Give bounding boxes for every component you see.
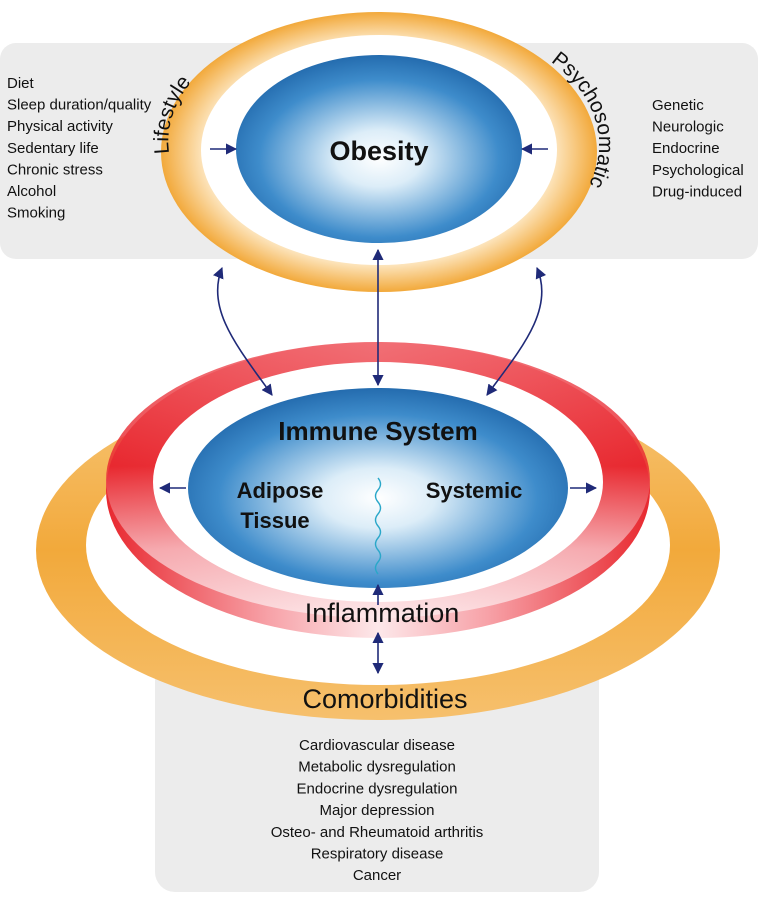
list-item: Genetic: [652, 97, 704, 114]
immune-system-ellipse: [188, 388, 568, 588]
list-item: Physical activity: [7, 118, 113, 135]
lifestyle-immune-arrow: [213, 266, 273, 396]
list-item: Sleep duration/quality: [7, 97, 152, 114]
systemic-label: Systemic: [426, 478, 523, 503]
immune-system-title: Immune System: [278, 416, 477, 446]
list-item: Chronic stress: [7, 161, 103, 178]
list-item: Drug-induced: [652, 183, 742, 200]
list-item: Alcohol: [7, 183, 56, 200]
list-item: Smoking: [7, 205, 65, 222]
list-item: Endocrine: [652, 140, 720, 157]
list-item: Diet: [7, 75, 35, 92]
list-item: Osteo- and Rheumatoid arthritis: [271, 824, 484, 841]
psychosomatic-factors-list: GeneticNeurologicEndocrinePsychologicalD…: [652, 97, 744, 200]
list-item: Psychological: [652, 162, 744, 179]
adipose-label-line1: Adipose: [237, 478, 324, 503]
comorbidities-label: Comorbidities: [302, 684, 467, 714]
list-item: Cancer: [353, 867, 401, 884]
list-item: Cardiovascular disease: [299, 737, 455, 754]
list-item: Respiratory disease: [311, 846, 444, 863]
inflammation-label: Inflammation: [305, 598, 460, 628]
list-item: Metabolic dysregulation: [298, 759, 456, 776]
obesity-title: Obesity: [329, 136, 428, 166]
obesity-ellipse: [236, 55, 522, 243]
adipose-label-line2: Tissue: [240, 508, 309, 533]
wavy-divider: [374, 477, 382, 575]
psychosomatic-immune-arrow: [486, 266, 547, 396]
list-item: Sedentary life: [7, 140, 99, 157]
comorbidities-panel: [155, 660, 599, 892]
list-item: Neurologic: [652, 119, 724, 136]
list-item: Major depression: [319, 802, 434, 819]
list-item: Endocrine dysregulation: [297, 780, 458, 797]
